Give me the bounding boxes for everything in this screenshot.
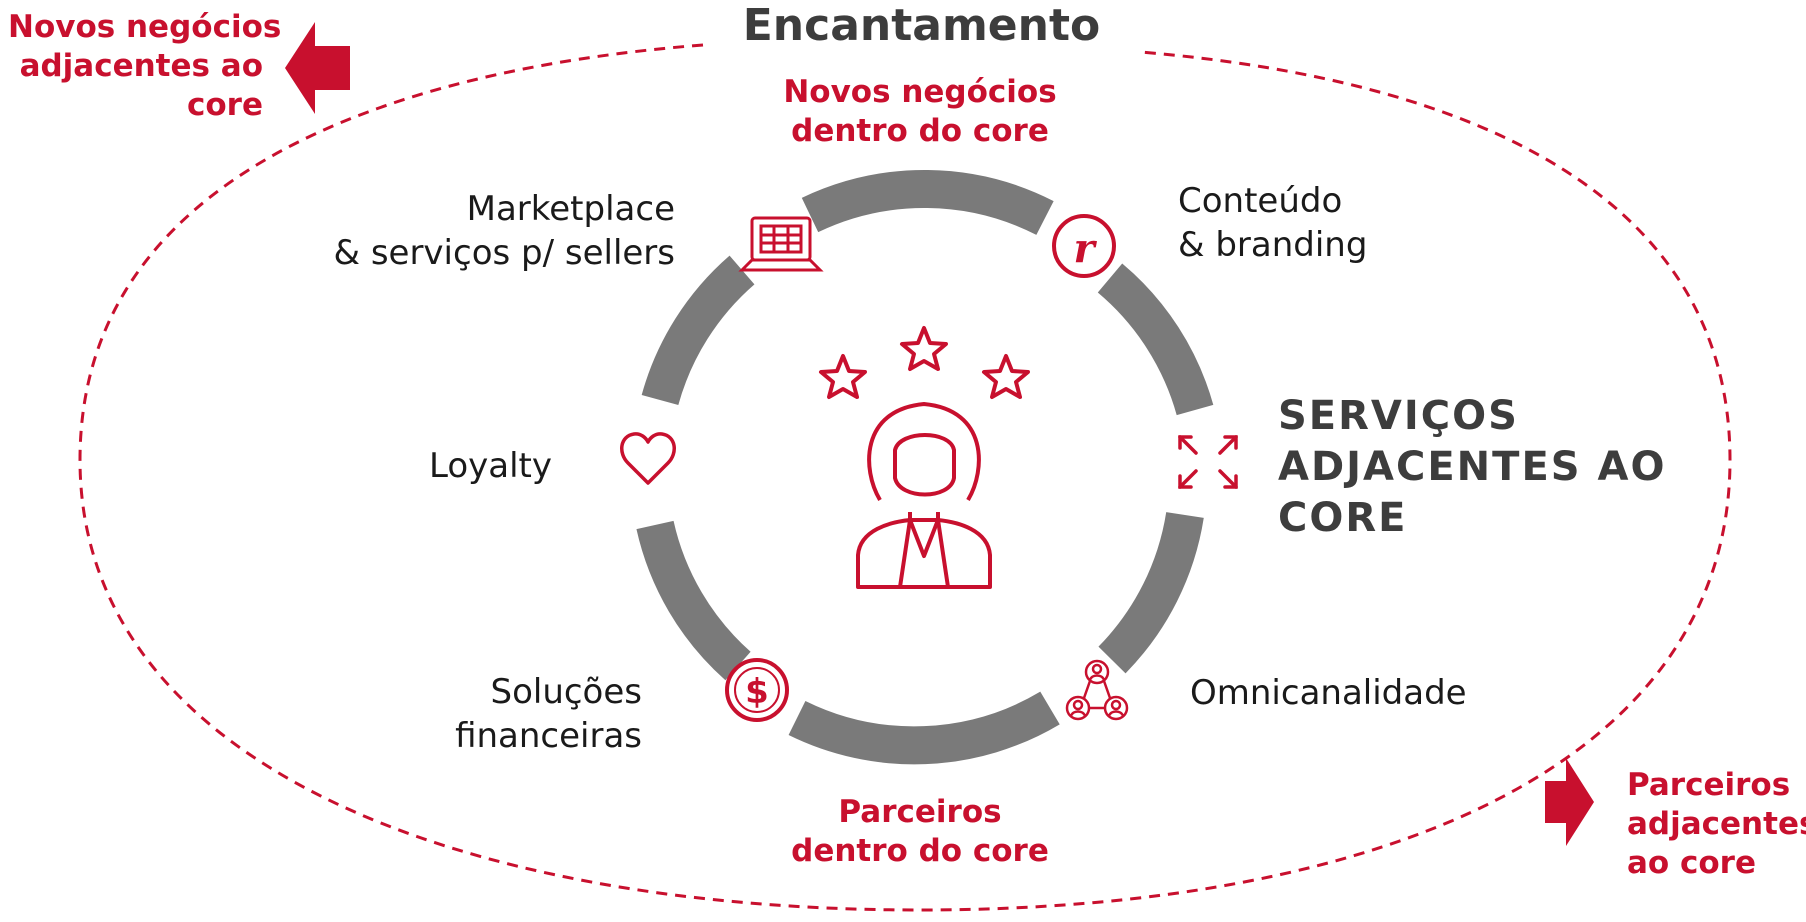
page-title: Encantamento: [742, 0, 1101, 51]
corner-top-left-line-1: Novos negócios: [8, 9, 282, 45]
ring-arc-upper-right: [1097, 263, 1214, 416]
corner-top-left-line-3: core: [187, 87, 263, 123]
star-left-icon: [819, 354, 867, 399]
dollar-coin-icon: $: [725, 658, 789, 722]
node-financeiras-label: Soluções financeiras: [410, 670, 642, 758]
marketplace-line-1: Marketplace: [466, 189, 675, 229]
brand-r-icon: r: [1052, 214, 1116, 278]
servicos-line-3: CORE: [1278, 495, 1408, 541]
axis-top-line-2: dentro do core: [791, 113, 1049, 149]
financeiras-line-1: Soluções: [490, 672, 642, 712]
ring-arc-lower-left: [636, 520, 751, 681]
corner-bottom-right-line-3: ao core: [1627, 845, 1756, 881]
star-center-icon: [900, 326, 948, 371]
node-omni-label: Omnicanalidade: [1190, 671, 1467, 715]
corner-label-top-left: Novos negócios adjacentes ao core: [8, 8, 282, 125]
ring-arc-top: [801, 170, 1054, 236]
corner-label-bottom-right: Parceiros adjacentes ao core: [1627, 766, 1806, 883]
people-network-icon: [1065, 659, 1129, 721]
conteudo-line-1: Conteúdo: [1178, 181, 1343, 221]
conteudo-line-2: & branding: [1178, 225, 1368, 265]
customer-with-stars-icon: [819, 326, 1030, 589]
outer-dashed-ellipse: [78, 43, 1732, 912]
corner-top-left-line-2: adjacentes ao: [19, 48, 263, 84]
servicos-line-2: ADJACENTES AO: [1278, 444, 1667, 490]
node-loyalty-label: Loyalty: [400, 444, 552, 488]
marketplace-line-2: & serviços p/ sellers: [333, 233, 676, 273]
node-servicos-label: SERVIÇOS ADJACENTES AO CORE: [1278, 391, 1666, 544]
arrow-left-icon: [285, 22, 350, 114]
laptop-icon: [738, 216, 824, 272]
node-marketplace-label: Marketplace & serviços p/ sellers: [290, 187, 676, 275]
heart-icon: [620, 432, 676, 485]
cycle-ring: [636, 170, 1214, 765]
ring-arc-upper-left: [641, 255, 755, 406]
loyalty-line-1: Loyalty: [428, 446, 552, 486]
axis-label-top: Novos negócios dentro do core: [770, 73, 1070, 151]
axis-label-bottom: Parceiros dentro do core: [770, 793, 1070, 871]
financeiras-line-2: financeiras: [455, 716, 642, 756]
node-conteudo-label: Conteúdo & branding: [1178, 179, 1367, 267]
arrow-right-icon: [1545, 758, 1594, 846]
axis-bottom-line-1: Parceiros: [838, 794, 1002, 830]
corner-bottom-right-line-1: Parceiros: [1627, 767, 1791, 803]
expand-arrows-icon: [1178, 435, 1238, 489]
servicos-line-1: SERVIÇOS: [1278, 393, 1519, 439]
ring-arc-lower-right: [1098, 511, 1204, 674]
axis-top-line-1: Novos negócios: [783, 74, 1057, 110]
corner-bottom-right-line-2: adjacentes: [1627, 806, 1806, 842]
ring-arc-bottom: [788, 691, 1060, 765]
star-right-icon: [982, 354, 1030, 399]
axis-bottom-line-2: dentro do core: [791, 833, 1049, 869]
svg-text:r: r: [1073, 225, 1097, 272]
omni-line-1: Omnicanalidade: [1190, 673, 1467, 713]
svg-text:$: $: [745, 672, 769, 712]
